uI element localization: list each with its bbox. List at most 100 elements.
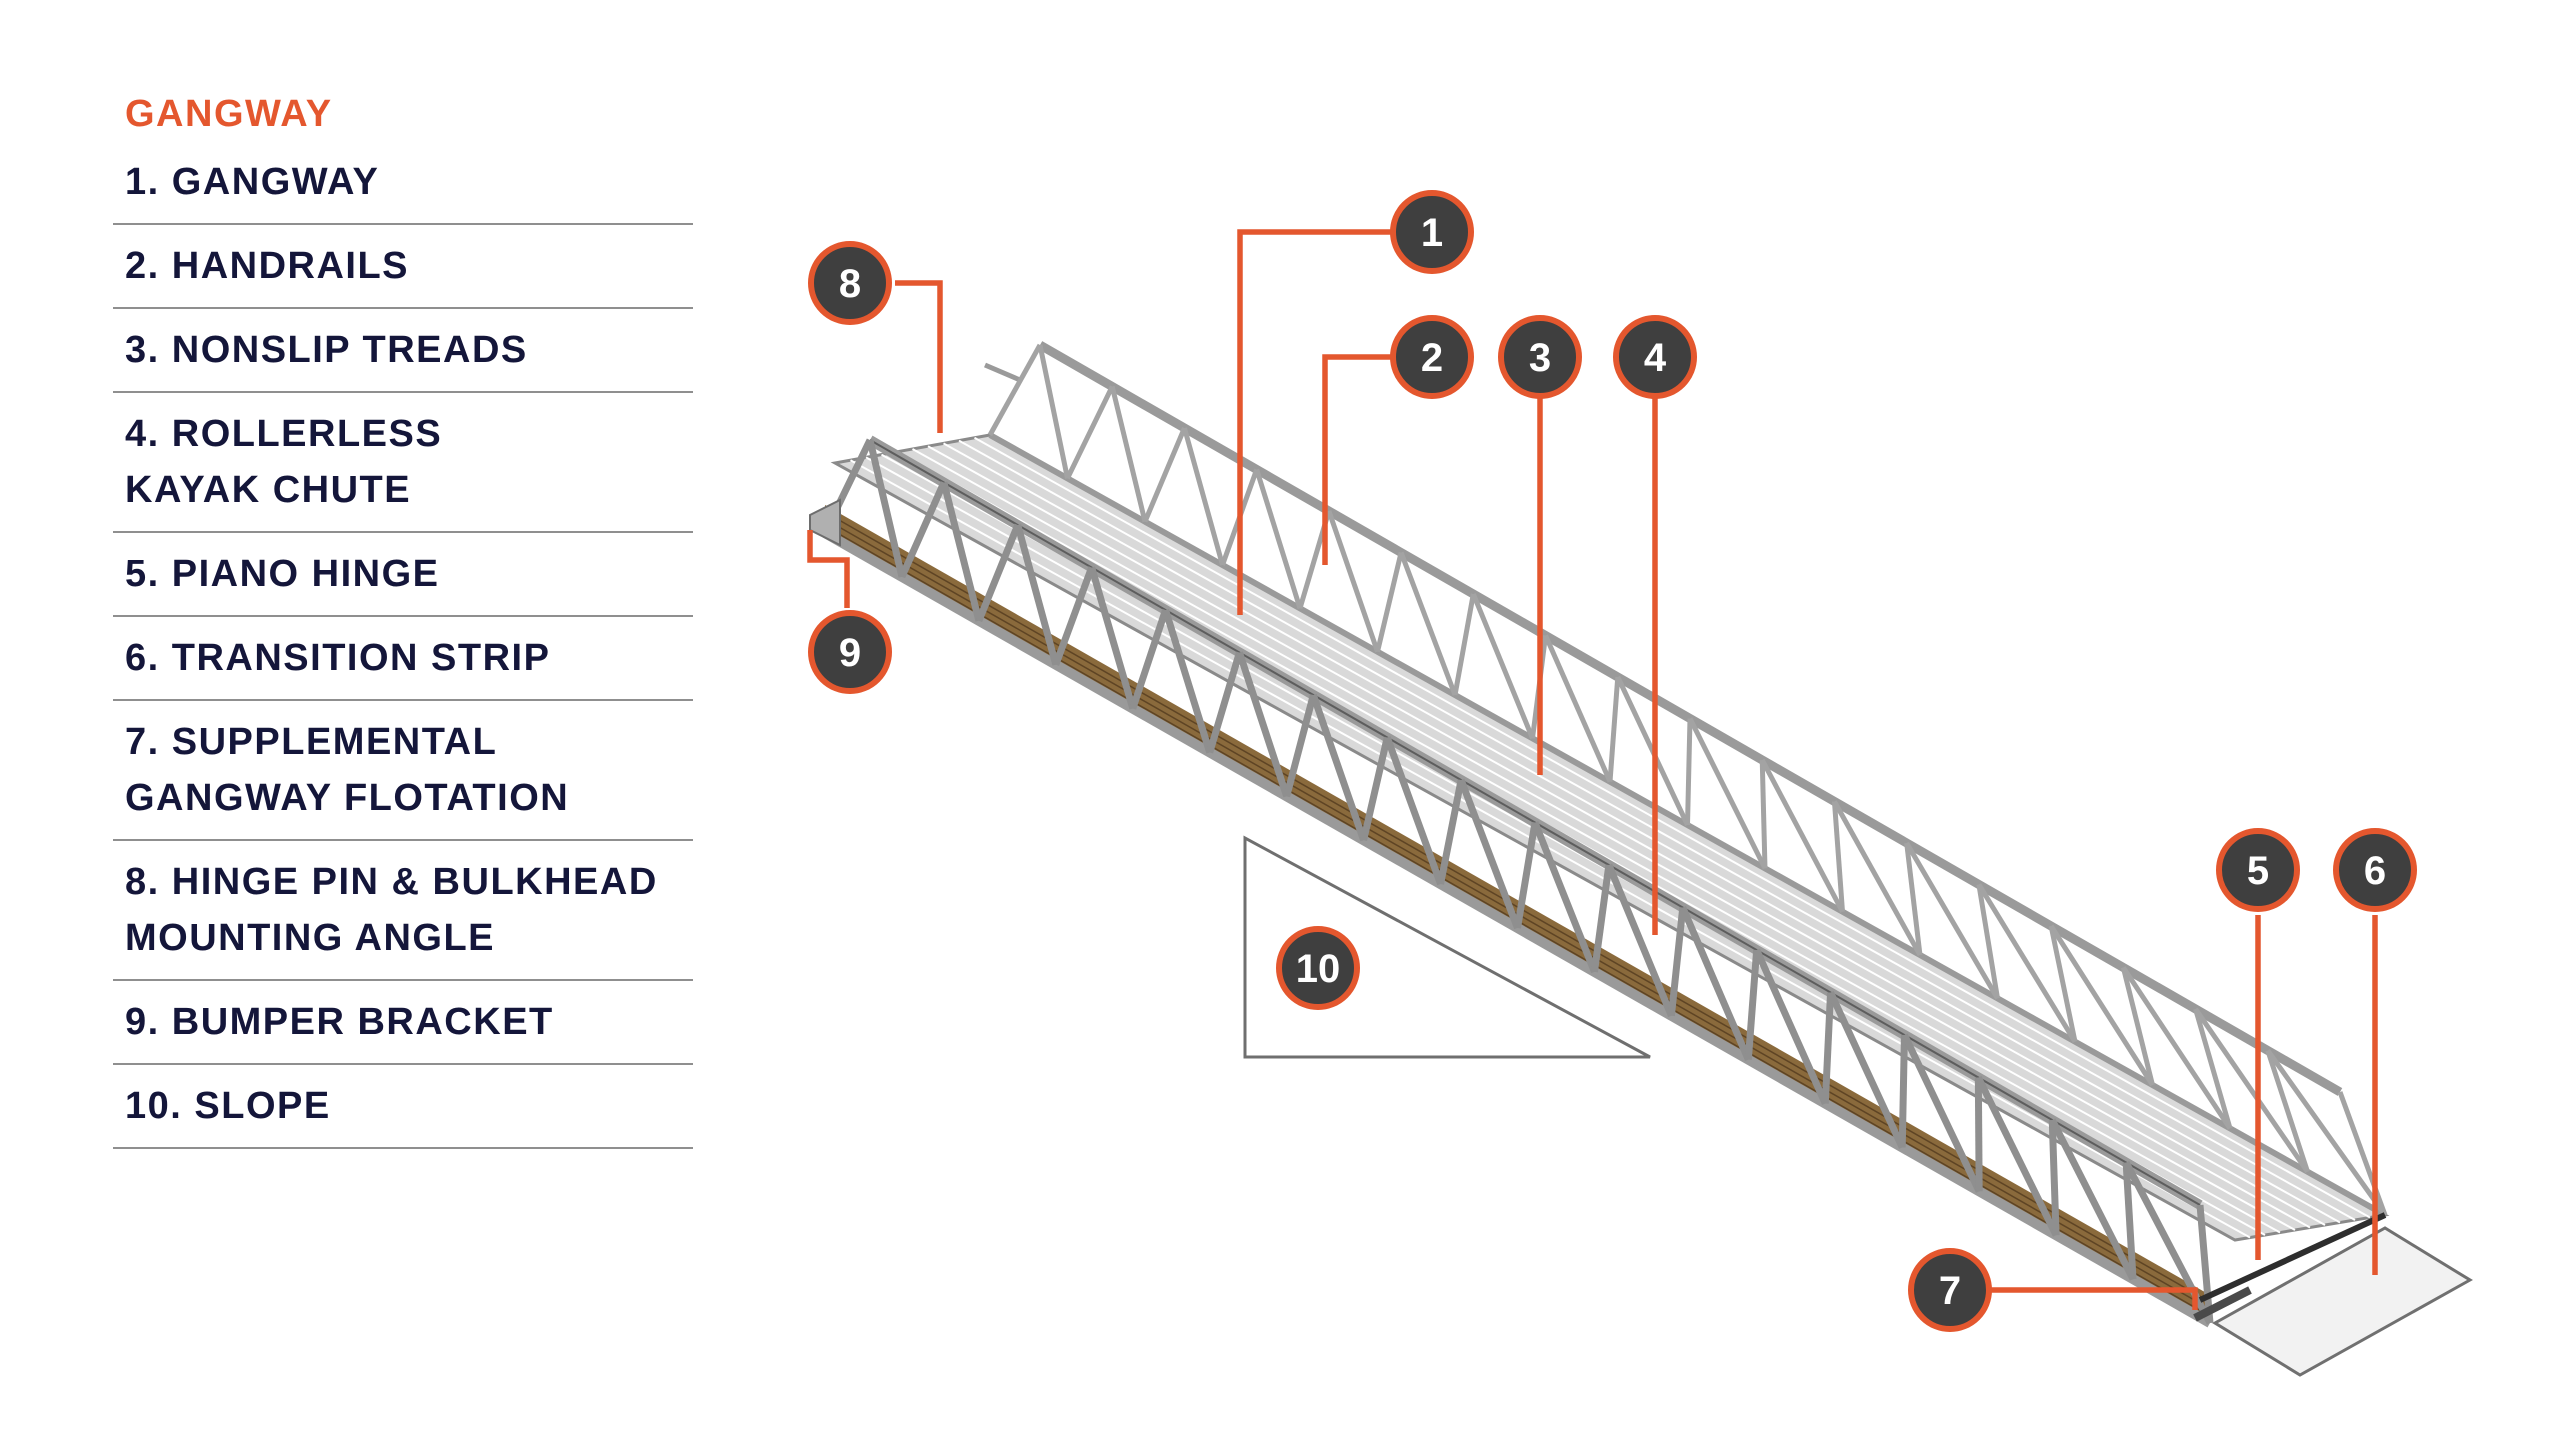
callout-8: 8 <box>808 241 892 325</box>
leader-1 <box>1237 229 1394 615</box>
deck-tread-line <box>850 459 2251 1239</box>
bumper-bracket-shape <box>809 498 841 547</box>
legend-item-nonslip-treads: 3. NONSLIP TREADS <box>113 309 693 393</box>
transition-strip-shape <box>2212 1226 2473 1377</box>
far-truss-diagonal <box>2121 966 2233 1130</box>
far-truss-diagonal <box>1471 593 1535 740</box>
legend-item-gangway: 1. GANGWAY <box>113 154 693 225</box>
truss-diagonal <box>1531 821 1598 974</box>
far-truss-post <box>1685 718 1693 826</box>
callout-3-label: 3 <box>1529 336 1551 380</box>
truss-diagonal <box>1088 566 1137 710</box>
callout-1: 1 <box>1390 190 1474 274</box>
far-truss-diagonal <box>1182 427 1225 566</box>
far-truss-post <box>1607 676 1621 782</box>
far-truss-post <box>1831 801 1845 912</box>
truss-diagonal <box>1827 991 1906 1149</box>
far-truss-post <box>1065 385 1115 480</box>
truss-diagonal <box>866 439 906 578</box>
truss-diagonal <box>2049 1118 2137 1281</box>
far-truss-diagonal <box>1398 551 1458 696</box>
truss-post <box>1744 949 1761 1060</box>
truss-diagonal <box>1605 863 1675 1018</box>
slope-triangle <box>1243 835 1651 1059</box>
handrail-end <box>984 362 1021 383</box>
far-truss-diagonal <box>1037 344 1070 479</box>
far-truss-post <box>987 343 1043 437</box>
deck-tread-line <box>974 436 2371 1219</box>
far-truss-diagonal <box>2049 924 2155 1087</box>
truss-post <box>1590 864 1613 973</box>
leader-7 <box>1990 1287 2198 1310</box>
callout-4: 4 <box>1613 315 1697 399</box>
legend-item-flotation: 7. SUPPLEMENTAL GANGWAY FLOTATION <box>113 701 693 841</box>
truss-post <box>2122 1162 2137 1280</box>
truss-diagonal <box>1901 1033 1983 1193</box>
truss-post <box>1283 694 1317 798</box>
deck-tread-line <box>927 445 2326 1226</box>
legend-list: 1. GANGWAY 2. HANDRAILS 3. NONSLIP TREAD… <box>113 154 693 1149</box>
legend-item-kayak-chute: 4. ROLLERLESS KAYAK CHUTE <box>113 393 693 533</box>
truss-diagonal <box>1679 906 1752 1062</box>
callout-2-label: 2 <box>1421 336 1443 380</box>
truss-post <box>1667 907 1687 1017</box>
far-truss-post <box>2048 925 2078 1043</box>
piano-hinge-shape <box>2198 1212 2387 1303</box>
truss-post <box>2048 1119 2060 1236</box>
far-truss-diagonal <box>1326 510 1380 653</box>
legend-item-handrails: 2. HANDRAILS <box>113 225 693 309</box>
far-truss-diagonal <box>1254 468 1303 610</box>
callout-5: 5 <box>2216 828 2300 912</box>
truss-post <box>1360 736 1391 842</box>
far-truss-diagonal <box>1543 634 1613 783</box>
deck-tread-line <box>912 448 2311 1229</box>
far-truss-post <box>1375 551 1404 653</box>
far-truss-diagonal <box>1760 758 1845 913</box>
truss-post <box>1437 779 1465 885</box>
far-truss-post <box>2120 966 2155 1086</box>
deck-tread-line <box>943 442 2341 1224</box>
truss-post <box>1974 1077 1983 1192</box>
callout-4-label: 4 <box>1644 336 1667 380</box>
leader-2 <box>1322 354 1394 565</box>
truss-post <box>975 523 1022 623</box>
callout-5-label: 5 <box>2247 849 2269 893</box>
truss-diagonal <box>940 481 983 622</box>
leader-8 <box>895 280 943 433</box>
far-truss-diagonal <box>1904 841 2000 1000</box>
truss-diagonal <box>1975 1075 2060 1237</box>
leader-lines <box>807 229 2378 1310</box>
truss-post <box>2196 1204 2214 1324</box>
truss-post <box>1898 1034 1908 1148</box>
far-truss-post <box>1904 842 1923 956</box>
truss-post <box>898 481 948 579</box>
far-truss-diagonal <box>2265 1049 2388 1217</box>
truss-diagonal <box>1236 651 1290 798</box>
deck-tread-line <box>896 450 2296 1231</box>
truss-post <box>1514 821 1539 929</box>
legend-item-piano-hinge: 5. PIANO HINGE <box>113 533 693 617</box>
legend-item-slope: 10. SLOPE <box>113 1065 693 1149</box>
callout-6-label: 6 <box>2364 849 2386 893</box>
callout-2: 2 <box>1390 315 1474 399</box>
legend-item-hinge-pin: 8. HINGE PIN & BULKHEAD MOUNTING ANGLE <box>113 841 693 981</box>
far-truss-post <box>2193 1008 2233 1130</box>
truss-post <box>1821 992 1835 1104</box>
far-truss-diagonal <box>1832 800 1923 957</box>
callout-7: 7 <box>1908 1248 1992 1332</box>
callout-3: 3 <box>1498 315 1582 399</box>
legend: GANGWAY 1. GANGWAY 2. HANDRAILS 3. NONSL… <box>113 88 693 1149</box>
flotation-shape <box>2193 1286 2252 1322</box>
callout-6: 6 <box>2333 828 2417 912</box>
callout-10: 10 <box>1276 926 1360 1010</box>
callout-9: 9 <box>808 610 892 694</box>
truss-post <box>1206 651 1243 754</box>
far-truss-post <box>1142 427 1187 523</box>
callout-1-label: 1 <box>1421 211 1443 255</box>
far-truss-post <box>1452 593 1476 696</box>
callout-9-label: 9 <box>839 631 861 675</box>
callout-8-label: 8 <box>839 262 861 306</box>
far-truss-diagonal <box>1687 717 1768 870</box>
legend-item-transition-strip: 6. TRANSITION STRIP <box>113 617 693 701</box>
